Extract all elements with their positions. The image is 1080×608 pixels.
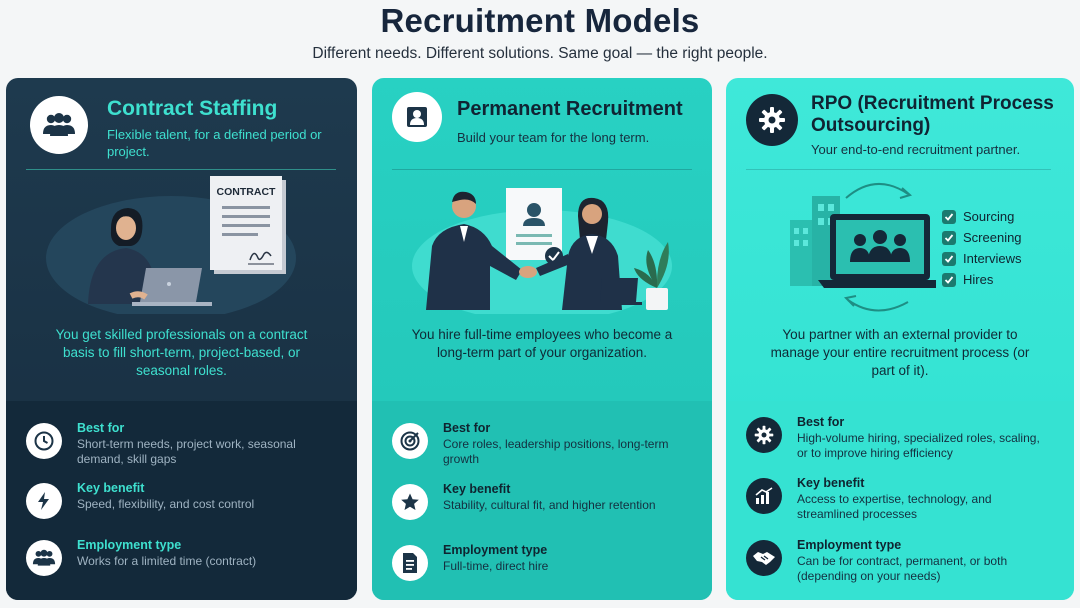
process-checklist: Sourcing Screening Interviews Hires bbox=[942, 206, 1022, 290]
feature-title: Employment type bbox=[443, 543, 548, 557]
gear-icon bbox=[746, 417, 782, 453]
feature-title: Key benefit bbox=[77, 481, 145, 495]
checklist-label: Screening bbox=[963, 230, 1022, 245]
checklist-item: Screening bbox=[942, 227, 1022, 248]
checklist-item: Hires bbox=[942, 269, 1022, 290]
card-tagline: Your end-to-end recruitment partner. bbox=[811, 142, 1021, 157]
feature-title: Best for bbox=[797, 415, 845, 429]
feature-best-for: Best for Short-term needs, project work,… bbox=[26, 421, 346, 471]
checklist-item: Interviews bbox=[942, 248, 1022, 269]
person-icon bbox=[392, 92, 442, 142]
card-permanent-recruitment: Permanent Recruitment Build your team fo… bbox=[372, 78, 712, 600]
lightning-icon bbox=[26, 483, 62, 519]
page-title: Recruitment Models bbox=[380, 2, 700, 39]
feature-text: Short-term needs, project work, seasonal… bbox=[77, 437, 296, 466]
card-rpo: RPO (Recruitment Process Outsourcing) Yo… bbox=[726, 78, 1074, 600]
clock-icon bbox=[26, 423, 62, 459]
contract-illustration: CONTRACT bbox=[6, 176, 357, 320]
feature-title: Employment type bbox=[77, 538, 182, 552]
feature-text: Core roles, leadership positions, long-t… bbox=[443, 437, 669, 466]
card-title: Permanent Recruitment bbox=[457, 98, 683, 120]
card-tagline: Flexible talent, for a defined period or… bbox=[107, 127, 322, 159]
feature-text: Speed, flexibility, and cost control bbox=[77, 497, 255, 511]
feature-best-for: Best for Core roles, leadership position… bbox=[392, 421, 712, 471]
feature-title: Key benefit bbox=[797, 476, 865, 490]
divider bbox=[26, 169, 336, 170]
feature-text: Works for a limited time (contract) bbox=[77, 554, 257, 568]
people-group-icon bbox=[26, 540, 62, 576]
checklist-item: Sourcing bbox=[942, 206, 1022, 227]
card-tagline: Build your team for the long term. bbox=[457, 130, 650, 145]
contract-document-label: CONTRACT bbox=[217, 186, 276, 198]
feature-employment-type: Employment type Full-time, direct hire bbox=[392, 543, 712, 593]
people-group-icon bbox=[30, 96, 88, 154]
feature-title: Best for bbox=[443, 421, 491, 435]
card-title: RPO (Recruitment Process Outsourcing) bbox=[811, 93, 1054, 136]
card-features: Best for Core roles, leadership position… bbox=[372, 401, 712, 600]
handshake-icon bbox=[746, 540, 782, 576]
target-icon bbox=[392, 423, 428, 459]
checkmark-icon bbox=[942, 251, 956, 266]
feature-key-benefit: Key benefit Access to expertise, technol… bbox=[746, 476, 1066, 526]
feature-title: Best for bbox=[77, 421, 125, 435]
rpo-illustration: Sourcing Screening Interviews Hires bbox=[726, 176, 1074, 314]
checklist-label: Interviews bbox=[963, 251, 1022, 266]
feature-key-benefit: Key benefit Stability, cultural fit, and… bbox=[392, 482, 712, 532]
card-features: Best for High-volume hiring, specialized… bbox=[726, 401, 1074, 600]
card-contract-staffing: Contract Staffing Flexible talent, for a… bbox=[6, 78, 357, 600]
page-subtitle: Different needs. Different solutions. Sa… bbox=[312, 45, 768, 62]
feature-employment-type: Employment type Works for a limited time… bbox=[26, 538, 346, 588]
feature-text: Stability, cultural fit, and higher rete… bbox=[443, 498, 656, 512]
card-title: Contract Staffing bbox=[107, 97, 278, 120]
feature-employment-type: Employment type Can be for contract, per… bbox=[746, 538, 1066, 588]
growth-chart-icon bbox=[746, 478, 782, 514]
star-icon bbox=[392, 484, 428, 520]
feature-title: Employment type bbox=[797, 538, 902, 552]
card-features: Best for Short-term needs, project work,… bbox=[6, 401, 357, 600]
divider bbox=[392, 169, 692, 170]
feature-key-benefit: Key benefit Speed, flexibility, and cost… bbox=[26, 481, 346, 531]
checkmark-icon bbox=[942, 230, 956, 245]
card-description: You hire full-time employees who become … bbox=[411, 327, 673, 360]
checklist-label: Hires bbox=[963, 272, 994, 287]
feature-text: Access to expertise, technology, and str… bbox=[797, 492, 992, 521]
divider bbox=[746, 169, 1051, 170]
handshake-illustration bbox=[372, 176, 712, 322]
gear-icon bbox=[746, 94, 798, 146]
feature-text: High-volume hiring, specialized roles, s… bbox=[797, 431, 1040, 460]
feature-text: Full-time, direct hire bbox=[443, 559, 549, 573]
checklist-label: Sourcing bbox=[963, 209, 1015, 224]
document-icon bbox=[392, 545, 428, 581]
feature-best-for: Best for High-volume hiring, specialized… bbox=[746, 415, 1066, 465]
feature-text: Can be for contract, permanent, or both … bbox=[797, 554, 1008, 583]
checkmark-icon bbox=[942, 209, 956, 224]
checkmark-icon bbox=[942, 272, 956, 287]
card-description: You partner with an external provider to… bbox=[770, 327, 1030, 378]
card-description: You get skilled professionals on a contr… bbox=[55, 327, 308, 378]
feature-title: Key benefit bbox=[443, 482, 511, 496]
